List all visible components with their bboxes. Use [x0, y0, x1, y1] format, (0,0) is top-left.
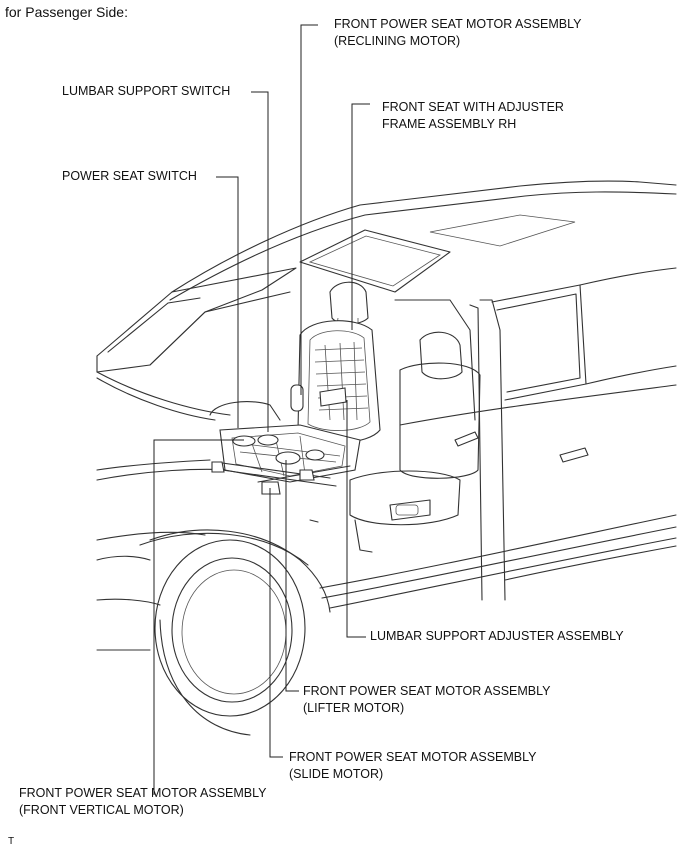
rear-seat — [309, 331, 481, 553]
lumbar-support-switch-label: LUMBAR SUPPORT SWITCH — [62, 84, 231, 98]
lumbar-adjuster-label: LUMBAR SUPPORT ADJUSTER ASSEMBLY — [370, 629, 624, 643]
seat-frame-assembly — [209, 281, 381, 495]
reclining-motor-label-line1: FRONT POWER SEAT MOTOR ASSEMBLY — [334, 17, 582, 31]
front-vertical-motor-label-line2: (FRONT VERTICAL MOTOR) — [19, 803, 184, 817]
vehicle-body — [96, 180, 677, 736]
diagram-title: for Passenger Side: — [5, 4, 128, 20]
seat-frame-label: FRONT SEAT WITH ADJUSTER FRAME ASSEMBLY … — [382, 99, 564, 133]
front-vertical-motor-label-line1: FRONT POWER SEAT MOTOR ASSEMBLY — [19, 786, 267, 800]
slide-motor-label-line1: FRONT POWER SEAT MOTOR ASSEMBLY — [289, 750, 537, 764]
reclining-motor-label: FRONT POWER SEAT MOTOR ASSEMBLY (RECLINI… — [334, 16, 582, 50]
leader-lines — [153, 24, 370, 795]
figure-code: T — [8, 836, 15, 847]
seat-frame-label-line1: FRONT SEAT WITH ADJUSTER — [382, 100, 564, 114]
lifter-motor-label-line1: FRONT POWER SEAT MOTOR ASSEMBLY — [303, 684, 551, 698]
power-seat-switch-label: POWER SEAT SWITCH — [62, 169, 197, 183]
seat-frame-label-line2: FRAME ASSEMBLY RH — [382, 117, 517, 131]
reclining-motor-label-line2: (RECLINING MOTOR) — [334, 34, 461, 48]
slide-motor-label: FRONT POWER SEAT MOTOR ASSEMBLY (SLIDE M… — [289, 749, 537, 783]
lifter-motor-label-line2: (LIFTER MOTOR) — [303, 701, 405, 715]
lifter-motor-label: FRONT POWER SEAT MOTOR ASSEMBLY (LIFTER … — [303, 683, 551, 717]
front-vertical-motor-label: FRONT POWER SEAT MOTOR ASSEMBLY (FRONT V… — [19, 785, 267, 819]
slide-motor-label-line2: (SLIDE MOTOR) — [289, 767, 384, 781]
